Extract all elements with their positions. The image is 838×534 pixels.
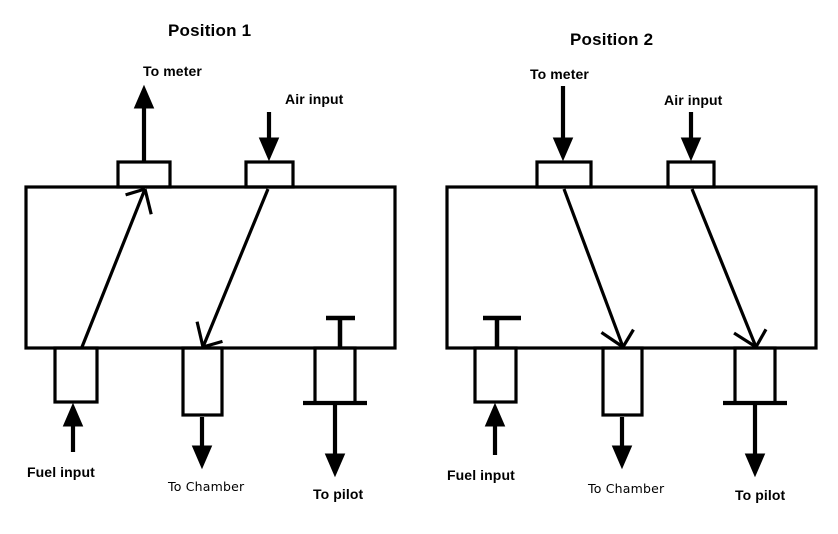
position-2-arrow-to-chamber-head — [611, 445, 633, 470]
label-to-chamber-p1: To Chamber — [168, 479, 245, 494]
meter-to-chamber-flow-barb-2 — [621, 328, 635, 348]
position-1-arrow-air-input-head — [258, 137, 280, 162]
panel-title-position-2: Position 2 — [570, 30, 654, 49]
meter-to-chamber-flow-barb-1 — [600, 331, 624, 349]
air-to-pilot-flow-barb-1 — [733, 331, 757, 349]
position-1-top-port-air-input-box — [244, 160, 295, 189]
label-air-input-p1: Air input — [285, 91, 344, 107]
position-1-bottom-port-to-chamber-box — [181, 346, 224, 417]
label-air-input-p2: Air input — [664, 92, 723, 108]
label-to-chamber-p2: To Chamber — [588, 481, 665, 496]
position-2-bottom-port-to-chamber-box — [601, 346, 644, 417]
fuel-to-meter-flow-barb-2 — [125, 187, 146, 197]
air-to-pilot-flow-barb-2 — [754, 328, 768, 348]
air-to-pilot-flow-line — [690, 188, 758, 348]
fuel-to-meter-flow-barb-1 — [143, 188, 153, 215]
position-1-top-port-to-meter-box — [116, 160, 172, 189]
position-2-arrow-air-input-head — [680, 137, 702, 162]
air-to-chamber-flow-barb-1 — [195, 321, 205, 348]
air-to-chamber-flow-line — [201, 188, 270, 348]
position-2-bottom-port-to-pilot-box — [733, 346, 777, 405]
position-1-arrow-to-pilot-head — [324, 453, 346, 478]
position-1-bottom-port-fuel-input-box — [53, 346, 99, 404]
position-2-valve-body — [445, 185, 818, 350]
position-2-arrow-fuel-input-head — [484, 402, 506, 427]
position-1-arrow-fuel-input-head — [62, 402, 84, 427]
position-2-top-port-air-input-box — [666, 160, 716, 189]
position-1-bottom-port-to-pilot-box — [313, 346, 357, 405]
label-to-meter-p2: To meter — [530, 66, 589, 82]
label-fuel-input-p2: Fuel input — [447, 467, 515, 483]
position-1-arrow-to-meter-head — [133, 84, 155, 109]
label-to-pilot-p2: To pilot — [735, 487, 786, 503]
fuel-to-meter-flow-line — [80, 188, 147, 348]
panel-title-position-1: Position 1 — [168, 21, 252, 40]
label-fuel-input-p1: Fuel input — [27, 464, 95, 480]
air-to-chamber-flow-barb-2 — [202, 339, 223, 349]
position-2-arrow-to-pilot-head — [744, 453, 766, 478]
label-to-pilot-p1: To pilot — [313, 486, 364, 502]
position-1-arrow-to-chamber-head — [191, 445, 213, 470]
label-to-meter-p1: To meter — [143, 63, 202, 79]
position-2-top-port-to-meter-box — [535, 160, 593, 189]
meter-to-chamber-flow-line — [562, 188, 625, 348]
position-2-arrow-to-meter-head — [552, 137, 574, 162]
position-2-bottom-port-fuel-input-box — [473, 346, 518, 404]
